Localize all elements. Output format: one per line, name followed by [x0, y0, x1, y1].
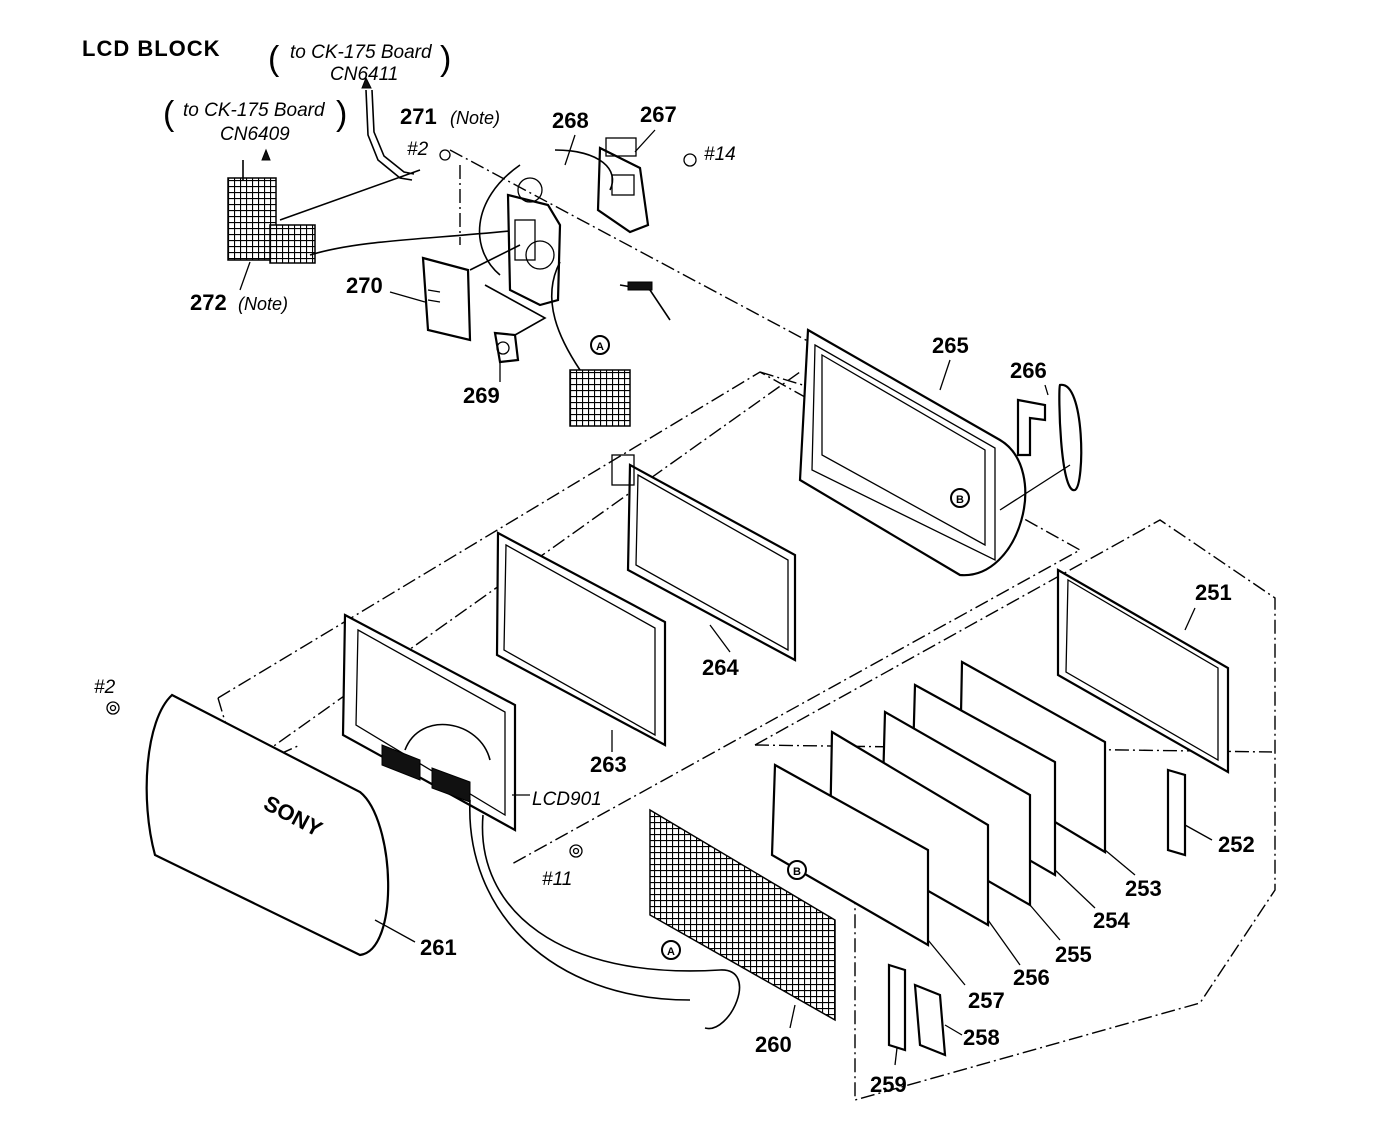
diagram-title: LCD BLOCK [82, 36, 221, 61]
paren-close-cn6411: ) [440, 40, 451, 78]
label-265: 265 [932, 333, 969, 358]
connector-cn6411-line1: to CK-175 Board [290, 42, 433, 63]
callout-b-bottom: B [787, 860, 807, 880]
label-257: 257 [968, 988, 1005, 1013]
label-267: 267 [640, 102, 677, 127]
screw-2-left: #2 [94, 677, 116, 698]
svg-text:A: A [667, 946, 675, 958]
label-254: 254 [1093, 908, 1130, 933]
label-263: 263 [590, 752, 627, 777]
label-269: 269 [463, 383, 500, 408]
connector-cn6411-line2: CN6411 [330, 64, 398, 85]
label-259: 259 [870, 1072, 907, 1097]
backlight-stack-group [770, 568, 1230, 1057]
hinge-assembly-group [227, 76, 671, 427]
paren-open-cn6411: ( [268, 40, 280, 78]
label-270: 270 [346, 273, 383, 298]
label-258: 258 [963, 1025, 1000, 1050]
label-261: 261 [420, 935, 457, 960]
cabinet-261-group: SONY [106, 693, 390, 957]
note-272: (Note) [238, 294, 288, 314]
screw-2-top: #2 [407, 139, 429, 160]
callout-a-bottom: A [661, 940, 681, 960]
note-271: (Note) [450, 108, 500, 128]
label-260: 260 [755, 1032, 792, 1057]
screw-11: #11 [542, 869, 572, 890]
frame-265-group [798, 328, 1083, 577]
paren-close-cn6409: ) [336, 95, 347, 133]
connector-cn6409-line1: to CK-175 Board [183, 100, 326, 121]
label-271: 271 [400, 104, 437, 129]
label-272: 272 [190, 290, 227, 315]
callout-a-top: A [590, 335, 610, 355]
label-253: 253 [1125, 876, 1162, 901]
label-252: 252 [1218, 832, 1255, 857]
callout-b-top: B [950, 488, 970, 508]
label-268: 268 [552, 108, 589, 133]
connector-cn6409-line2: CN6409 [220, 124, 290, 145]
leader-lines [239, 129, 1213, 1066]
label-lcd901: LCD901 [532, 789, 602, 810]
paren-open-cn6409: ( [163, 95, 175, 133]
svg-text:A: A [596, 341, 604, 353]
label-266: 266 [1010, 358, 1047, 383]
svg-text:B: B [956, 494, 964, 506]
svg-text:B: B [793, 866, 801, 878]
label-256: 256 [1013, 965, 1050, 990]
label-251: 251 [1195, 580, 1232, 605]
screw-14: #14 [704, 144, 736, 165]
pcb-260-group [439, 149, 836, 1030]
lcd-layers-group [341, 454, 797, 832]
label-264: 264 [702, 655, 739, 680]
label-255: 255 [1055, 942, 1092, 967]
